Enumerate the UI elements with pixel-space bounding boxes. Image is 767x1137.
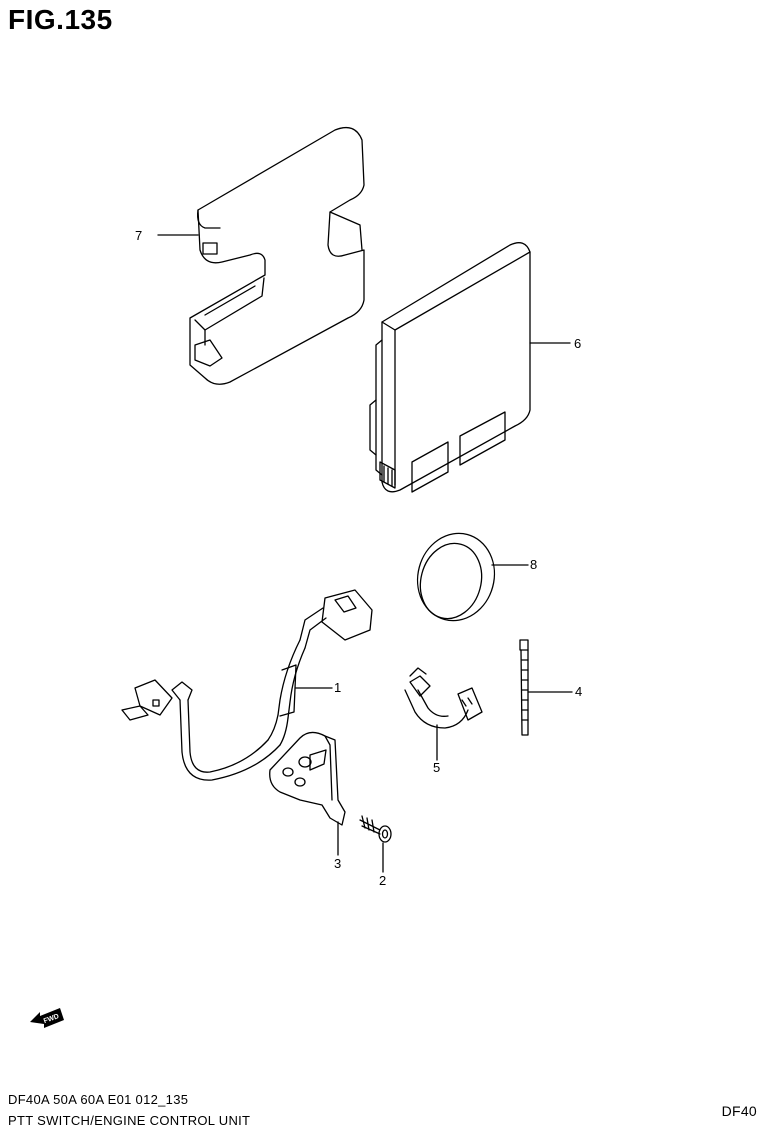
callout-4: 4 xyxy=(575,684,582,699)
callout-3: 3 xyxy=(334,856,341,871)
fwd-arrow-icon: FWD xyxy=(30,1008,64,1028)
part-8-seal xyxy=(416,532,496,622)
part-1-harness xyxy=(121,589,373,781)
part-6-ecu xyxy=(369,242,531,493)
footer-title: PTT SWITCH/ENGINE CONTROL UNIT xyxy=(8,1113,251,1128)
footer-code: DF40A 50A 60A E01 012_135 xyxy=(8,1092,189,1107)
part-5-clamp xyxy=(404,667,483,729)
callout-1: 1 xyxy=(334,680,341,695)
callout-7: 7 xyxy=(135,228,142,243)
figure-title: FIG.135 xyxy=(8,4,113,35)
part-4-cable-tie xyxy=(519,639,529,736)
footer-model: DF40 xyxy=(721,1103,757,1119)
callout-6: 6 xyxy=(574,336,581,351)
callout-2: 2 xyxy=(379,873,386,888)
part-2-screw xyxy=(359,815,392,843)
part-3-bracket xyxy=(269,731,346,826)
part-7-ecu-cover xyxy=(189,126,365,385)
callout-8: 8 xyxy=(530,557,537,572)
callout-5: 5 xyxy=(433,760,440,775)
